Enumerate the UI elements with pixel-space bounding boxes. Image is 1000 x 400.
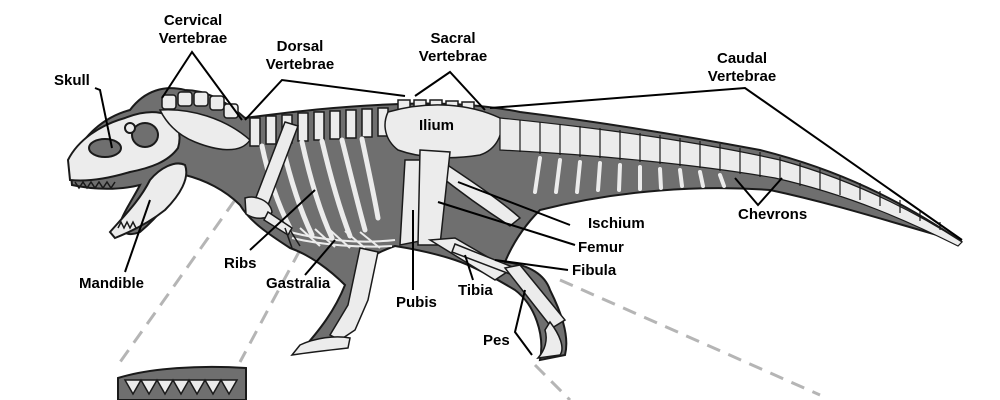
skull-fenestra (132, 123, 158, 147)
chevron (660, 169, 661, 188)
dorsal-spine (362, 109, 372, 137)
zoom-guide-right-lower (535, 365, 570, 400)
chevron (598, 163, 600, 190)
label-ischium: Ischium (588, 215, 645, 233)
label-chevrons: Chevrons (738, 206, 807, 224)
neck-vertebra (178, 92, 192, 106)
label-sacral-line2: Vertebrae (408, 48, 498, 66)
dorsal-spine (314, 112, 324, 140)
label-caudal-vertebrae: Caudal Vertebrae (697, 50, 787, 86)
label-gastralia: Gastralia (266, 275, 330, 293)
label-ribs: Ribs (224, 255, 257, 273)
dorsal-spine (330, 111, 340, 139)
label-dorsal-line2: Vertebrae (255, 56, 345, 74)
neck-vertebra (210, 96, 224, 110)
chevron (619, 165, 620, 190)
label-sacral-vertebrae: Sacral Vertebrae (408, 30, 498, 66)
zoom-guide-right-upper (560, 280, 820, 395)
chevron (680, 170, 682, 186)
label-femur: Femur (578, 239, 624, 257)
neck-vertebra (194, 92, 208, 106)
label-dorsal-line1: Dorsal (255, 38, 345, 56)
antorbital-fenestra (89, 139, 121, 157)
label-mandible: Mandible (79, 275, 144, 293)
label-cervical-line1: Cervical (150, 12, 236, 30)
dorsal-spine (266, 116, 276, 144)
label-cervical-vertebrae: Cervical Vertebrae (150, 12, 236, 48)
dorsal-spine (298, 113, 308, 141)
label-tibia: Tibia (458, 282, 493, 300)
label-fibula: Fibula (572, 262, 616, 280)
jaw-inset (118, 367, 246, 400)
dorsal-spine (346, 110, 356, 138)
dorsal-spine (250, 118, 260, 146)
label-skull: Skull (54, 72, 90, 90)
neck-vertebra (162, 95, 176, 109)
left-foot (292, 337, 350, 355)
label-pes: Pes (483, 332, 510, 350)
label-pubis: Pubis (396, 294, 437, 312)
label-caudal-line2: Vertebrae (697, 68, 787, 86)
label-caudal-line1: Caudal (697, 50, 787, 68)
eye-socket (125, 123, 135, 133)
label-sacral-line1: Sacral (408, 30, 498, 48)
label-ilium: Ilium (419, 117, 454, 135)
label-dorsal-vertebrae: Dorsal Vertebrae (255, 38, 345, 74)
label-cervical-line2: Vertebrae (150, 30, 236, 48)
